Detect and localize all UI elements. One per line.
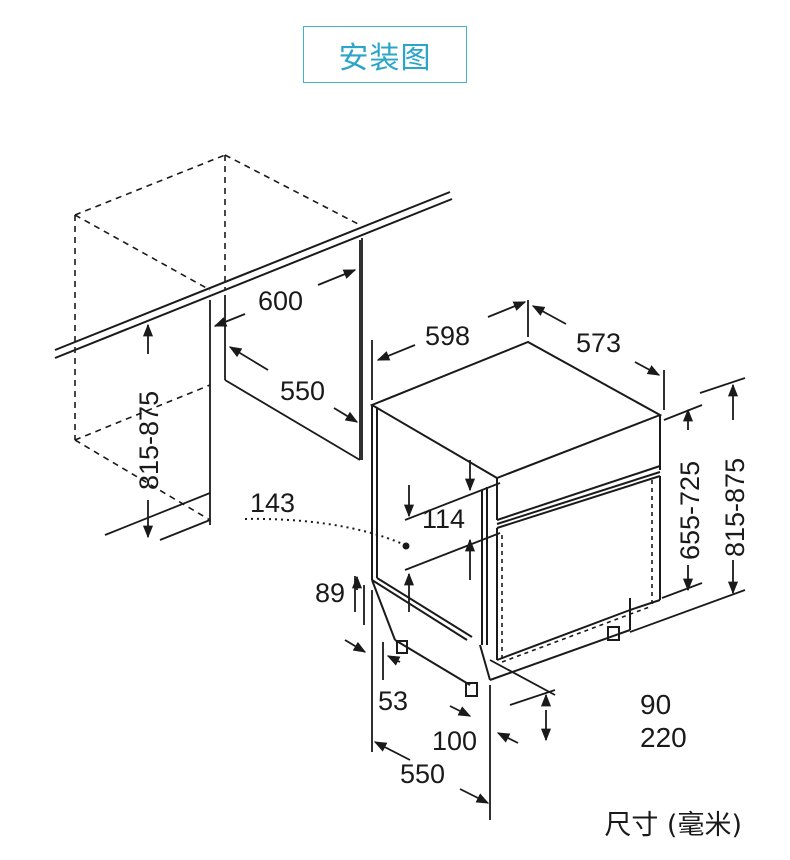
diagram-title: 安装图 (338, 40, 432, 76)
door-clearance-value-a: 90 (640, 689, 672, 720)
panel-gap-label: 114 (422, 504, 465, 534)
door-clearance-values: 90 220 (640, 688, 687, 754)
appliance-width-label: 598 (425, 321, 470, 351)
appliance-body (369, 340, 663, 697)
door-clearance-value-b: 220 (640, 722, 687, 753)
panel-offset-label: 143 (250, 488, 295, 518)
panel-gap-dimension (403, 460, 501, 612)
foot-depth-label: 100 (432, 726, 477, 756)
appliance-height-outer-label: 815-875 (720, 458, 750, 557)
niche-depth-dimension (228, 346, 359, 423)
foot-offset-dimension (344, 590, 401, 752)
units-caption: 尺寸 (毫米) (604, 810, 742, 841)
plinth-height-label: 89 (315, 578, 345, 608)
appliance-width-dimension (371, 300, 529, 400)
niche-width-dimension (213, 269, 357, 327)
base-depth-dimension (373, 741, 490, 804)
foot-offset-label: 53 (378, 686, 408, 716)
appliance-hidden-lines (501, 480, 653, 663)
door-clearance-dimension (489, 659, 556, 742)
appliance-height-inner-label: 655-725 (675, 461, 705, 560)
niche-outline (54, 154, 453, 541)
appliance-depth-dimension (531, 305, 665, 410)
appliance-height-inner-dimension (661, 404, 703, 599)
niche-depth-label: 550 (280, 376, 325, 406)
plinth-height-dimension (351, 575, 365, 625)
niche-width-label: 600 (258, 286, 303, 316)
niche-height-label: 815-875 (134, 391, 164, 490)
diagram-title-box: 安装图 (303, 26, 467, 83)
foot-depth-dimension (449, 685, 519, 820)
appliance-depth-label: 573 (576, 328, 621, 358)
panel-offset-leader (244, 517, 406, 546)
base-depth-label: 550 (400, 759, 445, 789)
panel-offset-point (402, 542, 410, 550)
appliance-height-outer-dimension (629, 377, 746, 633)
